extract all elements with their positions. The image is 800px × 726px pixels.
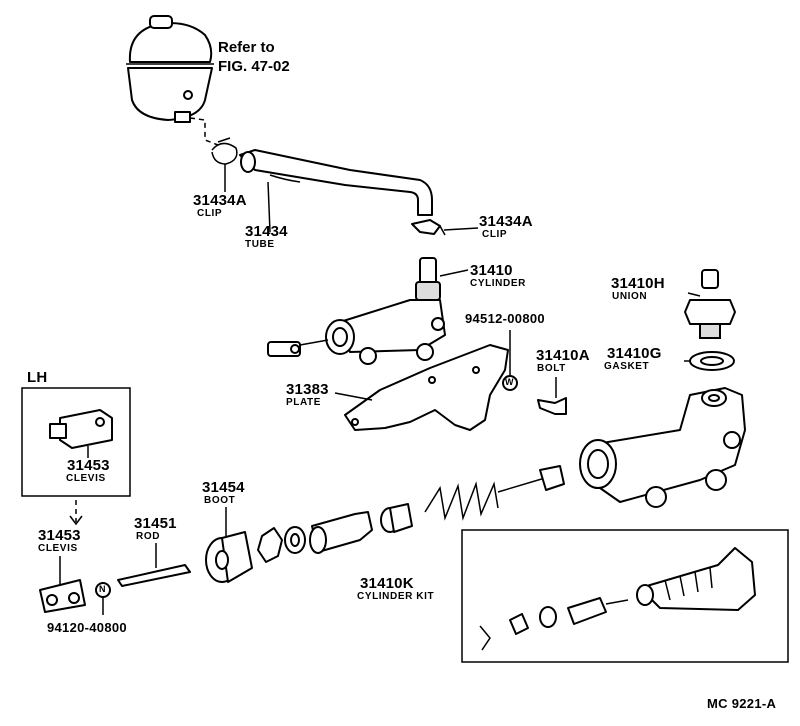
cylinder-kit-box [461,529,789,663]
union-fitting [684,269,736,339]
plate-number: 31383 [286,381,329,398]
plate [344,344,509,431]
nut-code-mark: N [99,584,106,594]
diagram-code: MC 9221-A [707,696,777,711]
clevis-lh [49,409,113,449]
reference-line-2: FIG. 47-02 [218,58,290,75]
nut-code-number: 94120-40800 [47,620,127,635]
clevis-lh-number: 31453 [67,457,110,474]
upper-clip [211,137,238,165]
gasket [689,351,735,371]
piston [309,511,373,554]
clevis-lh-name: CLEVIS [66,473,106,484]
gasket-name: GASKET [604,361,650,372]
retainer-ring [257,527,283,563]
master-cylinder-body [579,387,746,508]
clip-upper-name: CLIP [197,208,223,219]
boot [205,531,253,583]
bolt [537,397,567,415]
kit-name: CYLINDER KIT [357,591,435,602]
reference-line-1: Refer to [218,39,275,56]
clevis-name: CLEVIS [38,543,78,554]
kit-contents [479,547,756,651]
spring [424,481,499,521]
rod-number: 31451 [134,515,177,532]
clip-lower-number: 31434A [479,213,533,230]
tube [239,149,433,216]
cylinder-upper [267,257,446,365]
washer-code-mark: W [505,377,514,387]
clip-upper-number: 31434A [193,192,247,209]
clevis [39,579,86,613]
clevis-number: 31453 [38,527,81,544]
sleeve [380,503,413,533]
bolt-name: BOLT [537,363,566,374]
rod-name: ROD [136,531,161,542]
cup-seal [284,526,306,554]
cylinder-number: 31410 [470,262,513,279]
gasket-number: 31410G [607,345,662,362]
clip-lower-name: CLIP [482,229,508,240]
bolt-number: 31410A [536,347,590,364]
reservoir-tank [126,15,214,123]
plate-name: PLATE [286,397,322,408]
lower-clip [411,219,446,236]
boot-name: BOOT [204,495,236,506]
union-name: UNION [612,291,648,302]
push-rod-small [497,465,565,493]
rod [117,564,191,587]
lh-label: LH [27,369,48,386]
washer-code-number: 94512-00800 [465,311,545,326]
tube-name: TUBE [245,239,275,250]
tube-number: 31434 [245,223,288,240]
boot-number: 31454 [202,479,245,496]
union-number: 31410H [611,275,665,292]
kit-number: 31410K [360,575,414,592]
lh-detail-box [21,387,131,497]
cylinder-name: CYLINDER [470,278,526,289]
